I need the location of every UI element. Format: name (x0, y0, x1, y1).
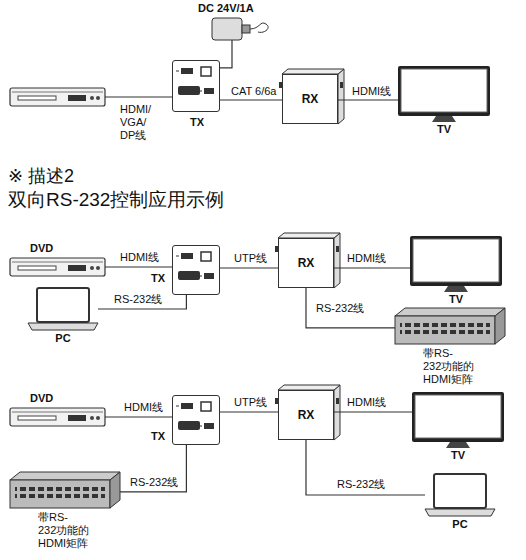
cable (306, 288, 395, 328)
device-label: TV (449, 293, 463, 306)
cable-label: HDMI线 (118, 251, 161, 264)
device-label: TX (151, 272, 165, 285)
device-label: TX (151, 430, 165, 443)
page-title: 双向RS-232控制应用示例 (8, 189, 224, 212)
device-label: RX (298, 256, 315, 270)
device-label: DVD (30, 392, 53, 405)
power-adapter (212, 18, 268, 40)
cable (220, 99, 282, 100)
cable (306, 440, 425, 495)
laptop: PC (425, 474, 495, 516)
rx-box: RX (278, 238, 334, 288)
section-heading: ※ 描述2 (8, 166, 74, 188)
cable-label: RS-232线 (314, 302, 366, 315)
rx-box: RX (282, 74, 338, 124)
tv: TV (412, 392, 504, 448)
hdmi-matrix (10, 472, 120, 508)
wall-plate-ports (176, 67, 214, 430)
hdmi-matrix: 带RS-232功能的 HDMI矩阵 (10, 472, 120, 508)
cable (120, 445, 186, 492)
cable-label: HDMI线 (345, 252, 388, 265)
rx-box: RX (278, 390, 334, 440)
hdmi-matrix (395, 308, 505, 344)
cable-label: HDMI线 (122, 401, 165, 414)
cable (105, 266, 172, 267)
power-adapter (212, 18, 268, 40)
wall-plate-ports (176, 402, 214, 430)
laptop: PC (28, 288, 98, 330)
cable-label: RS-232线 (112, 293, 164, 306)
device-label: TV (437, 123, 451, 136)
cable (334, 267, 410, 268)
tx-wall-plate: TX (172, 245, 220, 295)
device-label: TX (190, 116, 204, 129)
cable-label: RS-232线 (128, 476, 180, 489)
device-label: PC (55, 332, 70, 345)
cable-label: HDMI/ VGA/ DP线 (120, 103, 151, 143)
wall-plate-ports (176, 252, 214, 280)
video-cable (105, 96, 172, 97)
dvd-player (10, 258, 105, 276)
laptop (425, 474, 495, 516)
device-label: RX (298, 408, 315, 422)
cable-label: CAT 6/6a (229, 85, 278, 98)
dvd-player (10, 88, 105, 426)
cable (220, 411, 278, 412)
cable-label: UTP线 (232, 396, 269, 409)
dvd-player (10, 408, 105, 426)
receiver-body (275, 233, 340, 288)
device-label: DVD (30, 242, 53, 255)
power-adapter: DC 24V/1A (212, 18, 252, 40)
cable-label: HDMI线 (350, 85, 393, 98)
receiver-body (279, 69, 344, 124)
cable (338, 99, 398, 100)
tv-set (412, 392, 504, 448)
dvd-player: DVD (10, 258, 105, 276)
tv: TV (410, 236, 502, 292)
dvd-player (10, 88, 105, 106)
tv-set (410, 236, 502, 292)
cable (334, 411, 412, 412)
cable (220, 267, 278, 268)
tv: TV (398, 66, 490, 122)
cable-label: UTP线 (232, 252, 269, 265)
tx-wall-plate: TX (172, 60, 220, 112)
laptop (28, 288, 98, 330)
tx-wall-plate: TX (172, 395, 220, 445)
receiver-body (275, 385, 340, 440)
device-label: PC (452, 518, 467, 531)
dvd-player: DVD (10, 408, 105, 426)
device-label: RX (302, 92, 319, 106)
cable (220, 40, 232, 68)
tv-set (398, 66, 490, 122)
wall-plate-ports (176, 67, 214, 95)
hdmi-matrix: 带RS-232功能的 HDMI矩阵 (395, 308, 505, 344)
device-label: TV (451, 449, 465, 462)
hdmi-matrix (10, 308, 505, 508)
device-label: 带RS-232功能的 HDMI矩阵 (38, 511, 89, 551)
tv-set (398, 66, 504, 448)
device-label: DC 24V/1A (198, 2, 254, 15)
device-label: 带RS-232功能的 HDMI矩阵 (423, 347, 474, 387)
receiver-body (275, 69, 344, 440)
cable-label: RS-232线 (335, 478, 387, 491)
cable (105, 416, 172, 417)
cable-label: HDMI线 (345, 396, 388, 409)
